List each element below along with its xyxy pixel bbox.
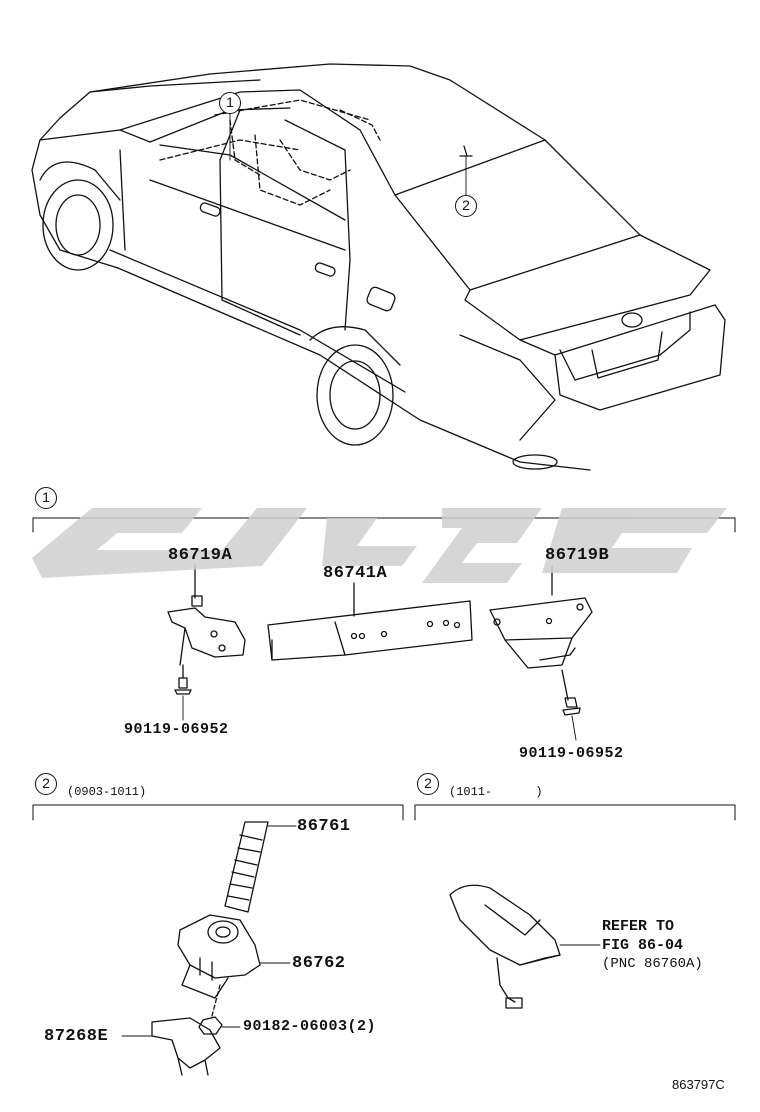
bracket-86719B-drawing — [489, 565, 593, 741]
nut-90182-drawing — [198, 984, 241, 1035]
part-label-86741A: 86741A — [323, 564, 388, 583]
callout-section-2b: 2 — [417, 773, 439, 795]
callout-overview-1: 1 — [219, 92, 241, 114]
watermark-logo — [32, 508, 727, 583]
part-label-bolt-left: 90119-06952 — [124, 721, 229, 738]
shark-fin-antenna-drawing — [449, 884, 601, 1009]
cable-bracket-87268E-drawing — [121, 1017, 221, 1076]
antenna-base-86762-drawing — [177, 914, 291, 999]
section-2b-date-range: (1011- ) — [449, 785, 543, 799]
refer-note-line1: REFER TO — [602, 918, 675, 935]
callout-overview-2: 2 — [455, 195, 477, 217]
part-label-86719B: 86719B — [545, 546, 610, 565]
section-frames — [32, 517, 736, 821]
refer-note-line2: FIG 86-04 — [602, 937, 684, 954]
part-label-86719A: 86719A — [168, 546, 233, 565]
refer-note-line3: (PNC 86760A) — [602, 956, 703, 972]
panel-86741A-drawing — [267, 582, 473, 661]
part-label-86762: 86762 — [292, 954, 346, 973]
callout-section-2a: 2 — [35, 773, 57, 795]
figure-number: 863797C — [672, 1077, 725, 1092]
part-label-87268E: 87268E — [44, 1027, 109, 1046]
callout-section-1: 1 — [35, 487, 57, 509]
antenna-rod-86761-drawing — [224, 821, 297, 913]
section-2a-date-range: (0903-1011) — [67, 785, 147, 799]
car-illustration — [31, 63, 726, 471]
part-label-nut-90182: 90182-06003(2) — [243, 1018, 377, 1035]
part-label-bolt-right: 90119-06952 — [519, 745, 624, 762]
bracket-86719A-drawing — [167, 564, 246, 721]
part-label-86761: 86761 — [297, 817, 351, 836]
